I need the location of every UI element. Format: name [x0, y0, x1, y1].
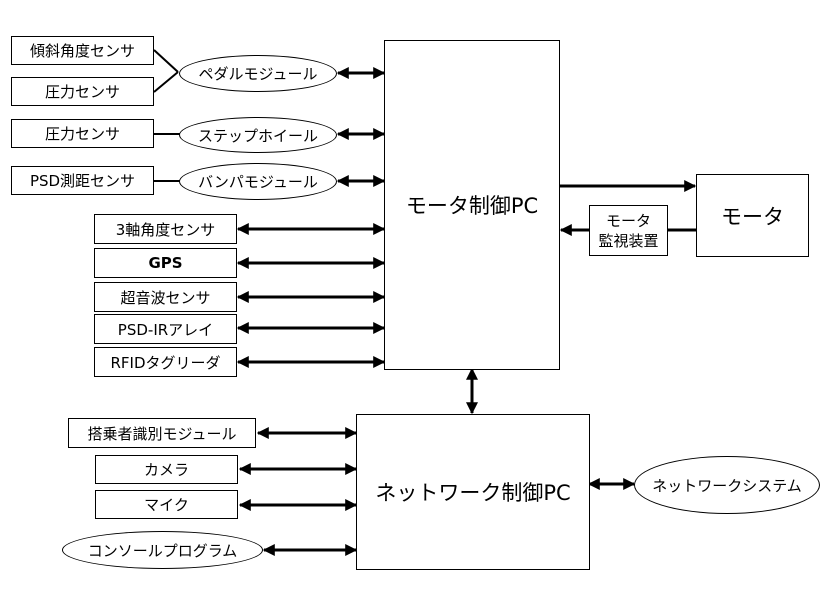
connector-pressure-to-pedal: [153, 71, 179, 93]
network-system: ネットワークシステム: [634, 456, 820, 514]
camera: カメラ: [95, 455, 238, 484]
label: 3軸角度センサ: [115, 220, 216, 239]
sensor-pressure-pedal: 圧力センサ: [11, 77, 154, 106]
sensor-tilt-angle: 傾斜角度センサ: [11, 36, 154, 65]
sensor-3axis-angle: 3軸角度センサ: [94, 214, 237, 244]
label: カメラ: [143, 461, 189, 479]
sensor-psd-ir-array: PSD-IRアレイ: [94, 314, 237, 344]
label: ステップホイール: [197, 126, 318, 145]
motor-control-pc: モータ制御PC: [384, 40, 560, 370]
sensor-psd-range: PSD測距センサ: [11, 166, 154, 195]
console-program: コンソールプログラム: [62, 531, 263, 569]
label: ネットワーク制御PC: [375, 481, 571, 505]
label: コンソールプログラム: [87, 541, 238, 560]
motor: モータ: [696, 174, 809, 257]
label: PSD測距センサ: [29, 172, 136, 190]
microphone: マイク: [95, 490, 238, 519]
sensor-pressure-step: 圧力センサ: [11, 119, 154, 148]
label: 傾斜角度センサ: [29, 42, 135, 60]
label: モータ: [721, 204, 784, 229]
label: バンパモジュール: [198, 173, 318, 191]
sensor-ultrasonic: 超音波センサ: [94, 282, 237, 312]
label: 圧力センサ: [44, 83, 120, 101]
sensor-rfid-reader: RFIDタグリーダ: [94, 347, 237, 377]
motor-monitor: モータ 監視装置: [589, 205, 668, 256]
module-pedal: ペダルモジュール: [179, 55, 337, 92]
label: RFIDタグリーダ: [110, 353, 221, 372]
label: ペダルモジュール: [198, 65, 318, 83]
label: 搭乗者識別モジュール: [87, 424, 237, 443]
rider-identification-module: 搭乗者識別モジュール: [68, 418, 256, 448]
connector-tilt-to-pedal: [153, 49, 179, 73]
label: ネットワークシステム: [652, 476, 802, 495]
network-control-pc: ネットワーク制御PC: [356, 414, 590, 570]
module-step-wheel: ステップホイール: [179, 117, 337, 153]
module-bumper: バンパモジュール: [179, 163, 337, 200]
label: モータ制御PC: [405, 194, 539, 218]
label: マイク: [144, 496, 189, 514]
label-line1: モータ: [605, 211, 651, 230]
label-line2: 監視装置: [598, 231, 659, 250]
label: GPS: [148, 254, 183, 272]
sensor-gps: GPS: [94, 248, 237, 278]
label: PSD-IRアレイ: [117, 320, 214, 339]
label: 圧力センサ: [44, 125, 120, 143]
label: 超音波センサ: [120, 288, 211, 307]
